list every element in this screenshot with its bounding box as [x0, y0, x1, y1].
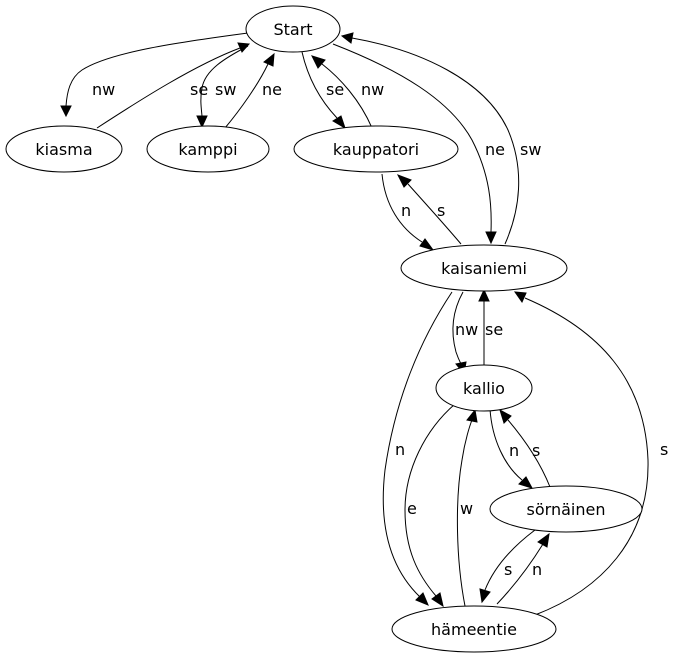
edge-kiasma-to-start: se	[96, 42, 251, 129]
edge-label-kauppatori-start: nw	[361, 80, 384, 99]
edge-label-start-kaisaniemi: ne	[485, 140, 505, 159]
edge-kallio-to-sornainen: n	[489, 408, 534, 489]
node-label-kauppatori: kauppatori	[333, 140, 419, 159]
edge-hameentie-to-kallio: w	[456, 408, 478, 607]
edge-sornainen-to-hameentie: s	[479, 529, 536, 604]
edge-label-hameentie-sornainen: n	[532, 560, 542, 579]
edge-hameentie-to-sornainen: n	[496, 532, 550, 605]
edge-kaisaniemi-to-kauppatori: s	[396, 174, 462, 245]
edge-label-start-kamppi: sw	[215, 80, 236, 99]
node-label-start: Start	[273, 20, 312, 39]
edge-kaisaniemi-to-hameentie: n	[382, 291, 453, 606]
node-label-sornainen: sörnäinen	[527, 500, 606, 519]
edge-label-kauppatori-kaisaniemi: n	[401, 201, 411, 220]
node-label-kallio: kallio	[463, 379, 505, 398]
edge-start-to-kamppi: sw	[196, 45, 249, 129]
node-label-kaisaniemi: kaisaniemi	[441, 259, 527, 278]
node-label-hameentie: hämeentie	[431, 620, 517, 639]
node-hameentie[interactable]: hämeentie	[391, 605, 557, 653]
node-kallio[interactable]: kallio	[435, 364, 533, 412]
node-kauppatori[interactable]: kauppatori	[293, 125, 459, 173]
edge-label-kaisaniemi-kallio: nw	[455, 320, 478, 339]
edge-kamppi-to-start: ne	[224, 52, 282, 129]
edge-kauppatori-to-kaisaniemi: n	[381, 173, 435, 251]
node-kaisaniemi[interactable]: kaisaniemi	[400, 244, 568, 292]
edge-hameentie-to-kaisaniemi: s	[513, 291, 668, 616]
edge-label-hameentie-kallio: w	[460, 499, 473, 518]
edge-start-to-kaisaniemi: ne	[332, 43, 505, 245]
node-label-kiasma: kiasma	[35, 140, 92, 159]
edge-label-start-kiasma: nw	[92, 80, 115, 99]
edge-kauppatori-to-start: nw	[311, 55, 384, 129]
edge-label-hameentie-kaisaniemi: s	[660, 440, 668, 459]
edge-sornainen-to-kallio: s	[499, 408, 551, 488]
edge-label-kaisaniemi-hameentie: n	[395, 440, 405, 459]
edge-start-to-kauppatori: se	[301, 51, 346, 130]
edge-label-kaisaniemi-kauppatori: s	[437, 201, 445, 220]
node-kamppi[interactable]: kamppi	[146, 125, 270, 173]
edge-start-to-kiasma: nw	[60, 32, 249, 118]
edge-label-kamppi-start: ne	[262, 80, 282, 99]
edge-label-sornainen-hameentie: s	[504, 560, 512, 579]
node-sornainen[interactable]: sörnäinen	[489, 485, 643, 533]
node-kiasma[interactable]: kiasma	[5, 125, 123, 173]
edge-label-start-kauppatori: se	[326, 80, 344, 99]
edge-kallio-to-kaisaniemi: se	[478, 288, 503, 366]
edge-label-sornainen-kallio: s	[532, 441, 540, 460]
edge-label-kallio-sornainen: n	[509, 441, 519, 460]
node-start[interactable]: Start	[245, 5, 341, 53]
edge-kallio-to-hameentie: e	[404, 403, 456, 608]
edge-label-kiasma-start: se	[190, 80, 208, 99]
edge-label-kallio-kaisaniemi: se	[485, 320, 503, 339]
edge-label-kallio-hameentie: e	[407, 499, 417, 518]
node-label-kamppi: kamppi	[178, 140, 237, 159]
edge-label-kaisaniemi-start: sw	[520, 140, 541, 159]
edge-kaisaniemi-to-start: sw	[340, 32, 541, 245]
edge-kaisaniemi-to-kallio: nw	[452, 291, 478, 376]
